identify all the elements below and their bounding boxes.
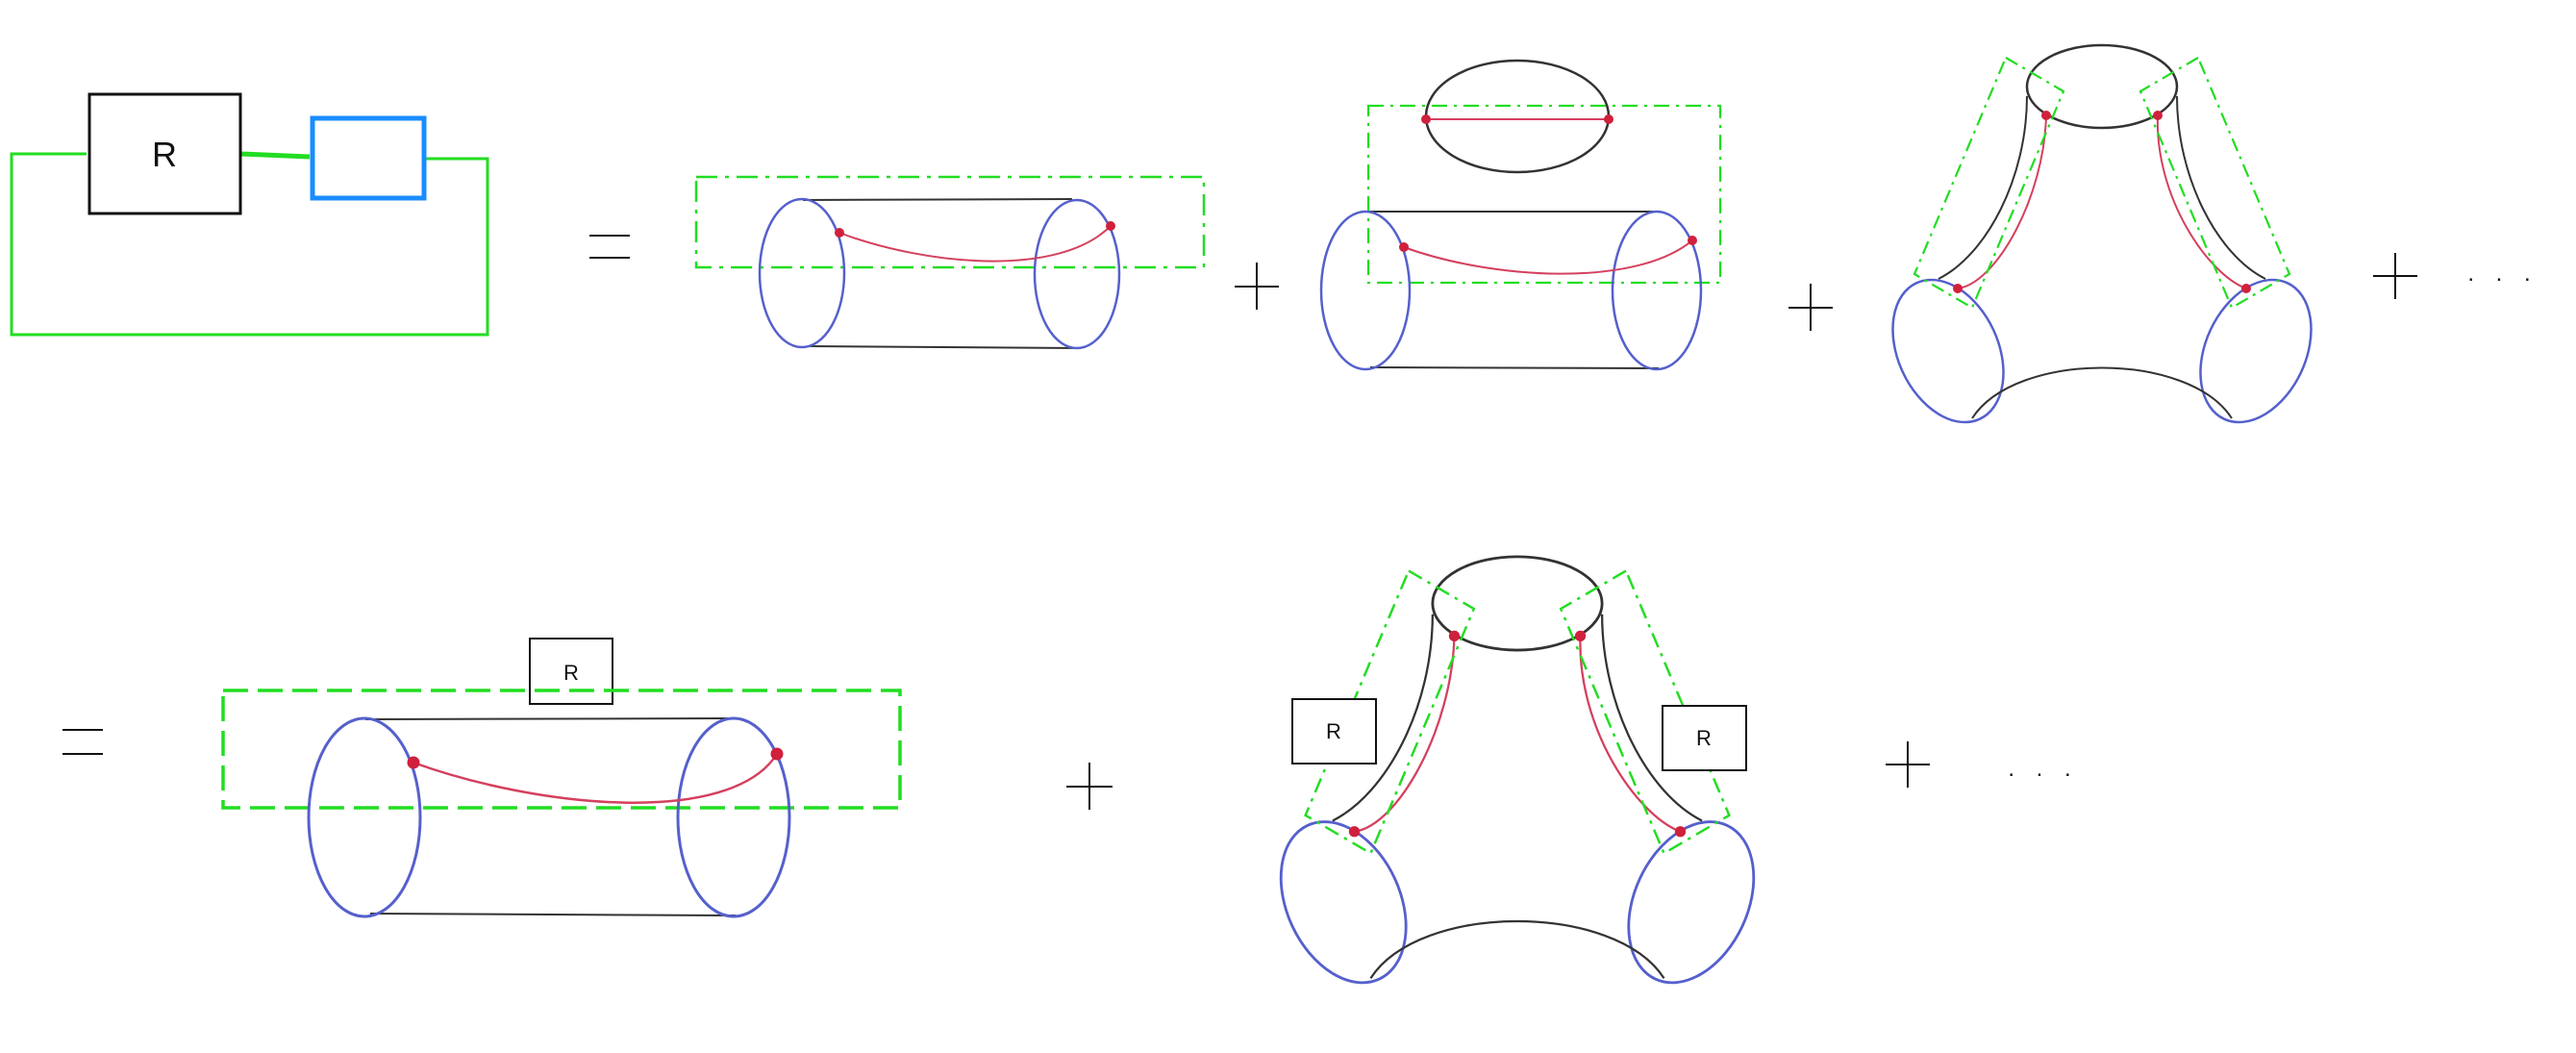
plus-sign-2 [1788, 284, 1833, 331]
green-dashed-region [694, 175, 1206, 269]
loop-r-box [88, 92, 242, 215]
wormhole-r-box-left [1291, 698, 1377, 765]
boundary-circle-right [1033, 198, 1121, 350]
ellipsis-bottom: . . . [2008, 756, 2078, 782]
cylinder-r-label: R [563, 661, 579, 685]
closed-loop-circle [1424, 59, 1611, 174]
wormhole-term-bottom: R R [1255, 555, 1780, 1005]
plus-sign-5 [1886, 741, 1930, 788]
ellipsis-top: . . . [2467, 261, 2538, 287]
boundary-circle-left [758, 197, 846, 349]
cylinder-term-2 [1319, 59, 1722, 371]
green-dashed-region [221, 689, 902, 810]
cylinder-term-bottom: R [221, 638, 902, 918]
green-link-left [239, 151, 311, 160]
cylinder-term-1 [694, 175, 1206, 350]
plus-sign-4 [1066, 763, 1113, 810]
boundary-circle-left [1319, 210, 1412, 371]
plus-sign-3 [2373, 253, 2417, 299]
wormhole-term-top [1869, 43, 2335, 441]
boundary-circle-left [307, 716, 422, 918]
wormhole-r-label-left: R [1326, 719, 1341, 743]
green-dashed-region [1366, 104, 1722, 285]
wormhole-r-box-right [1662, 705, 1747, 771]
loop-circuit: R [10, 92, 489, 337]
wormhole-r-label-right: R [1696, 726, 1712, 750]
loop-r-label: R [152, 135, 177, 174]
boundary-circle-right [1611, 210, 1703, 371]
equals-sign-bottom [63, 729, 103, 755]
loop-blue-box [310, 115, 427, 201]
cylinder-r-box [529, 638, 613, 705]
equals-sign-top [589, 235, 630, 259]
boundary-circle-right [676, 716, 791, 918]
plus-sign-1 [1235, 263, 1279, 310]
